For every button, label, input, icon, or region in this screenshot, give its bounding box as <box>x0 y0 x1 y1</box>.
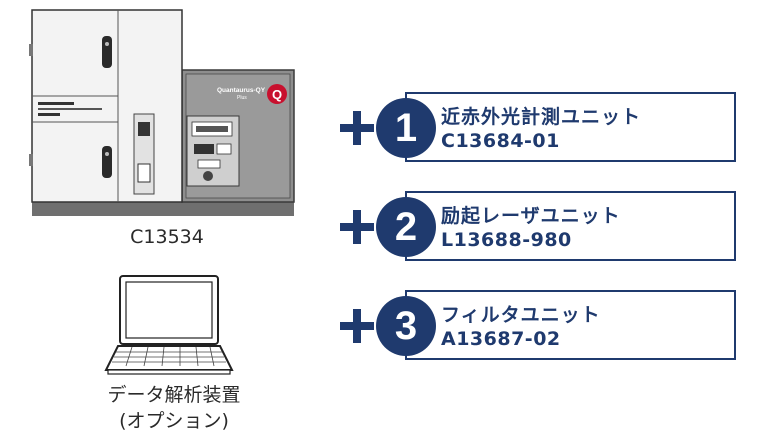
unit-code: C13684-01 <box>441 130 560 152</box>
unit-box-3: フィルタユニット A13687-02 <box>405 290 736 360</box>
unit-number-badge: 2 <box>376 197 436 257</box>
svg-text:Q: Q <box>272 87 282 102</box>
laptop-icon <box>104 275 234 375</box>
computer-label-line2: (オプション) <box>119 410 229 432</box>
unit-code: A13687-02 <box>441 328 561 350</box>
plus-icon <box>340 210 374 244</box>
instrument-drawing: Quantaurus-QY Plus Q <box>29 9 295 216</box>
computer-label-line1: データ解析装置 <box>107 384 241 406</box>
computer-label: データ解析装置 (オプション) <box>74 382 274 434</box>
instrument-illustration: Quantaurus-QY Plus Q <box>22 4 312 219</box>
unit-code: L13688-980 <box>441 229 572 251</box>
unit-number-badge: 1 <box>376 98 436 158</box>
unit-box-2: 励起レーザユニット L13688-980 <box>405 191 736 261</box>
instrument-label: C13534 <box>130 226 204 248</box>
plus-icon <box>340 111 374 145</box>
computer-illustration <box>104 274 234 376</box>
svg-text:Plus: Plus <box>237 95 247 101</box>
unit-number-badge: 3 <box>376 296 436 356</box>
unit-name: 励起レーザユニット <box>441 205 621 227</box>
unit-name: フィルタユニット <box>441 304 601 326</box>
unit-box-1: 近赤外光計測ユニット C13684-01 <box>405 92 736 162</box>
plus-icon <box>340 309 374 343</box>
unit-name: 近赤外光計測ユニット <box>441 106 642 128</box>
svg-text:Quantaurus-QY: Quantaurus-QY <box>217 87 266 94</box>
